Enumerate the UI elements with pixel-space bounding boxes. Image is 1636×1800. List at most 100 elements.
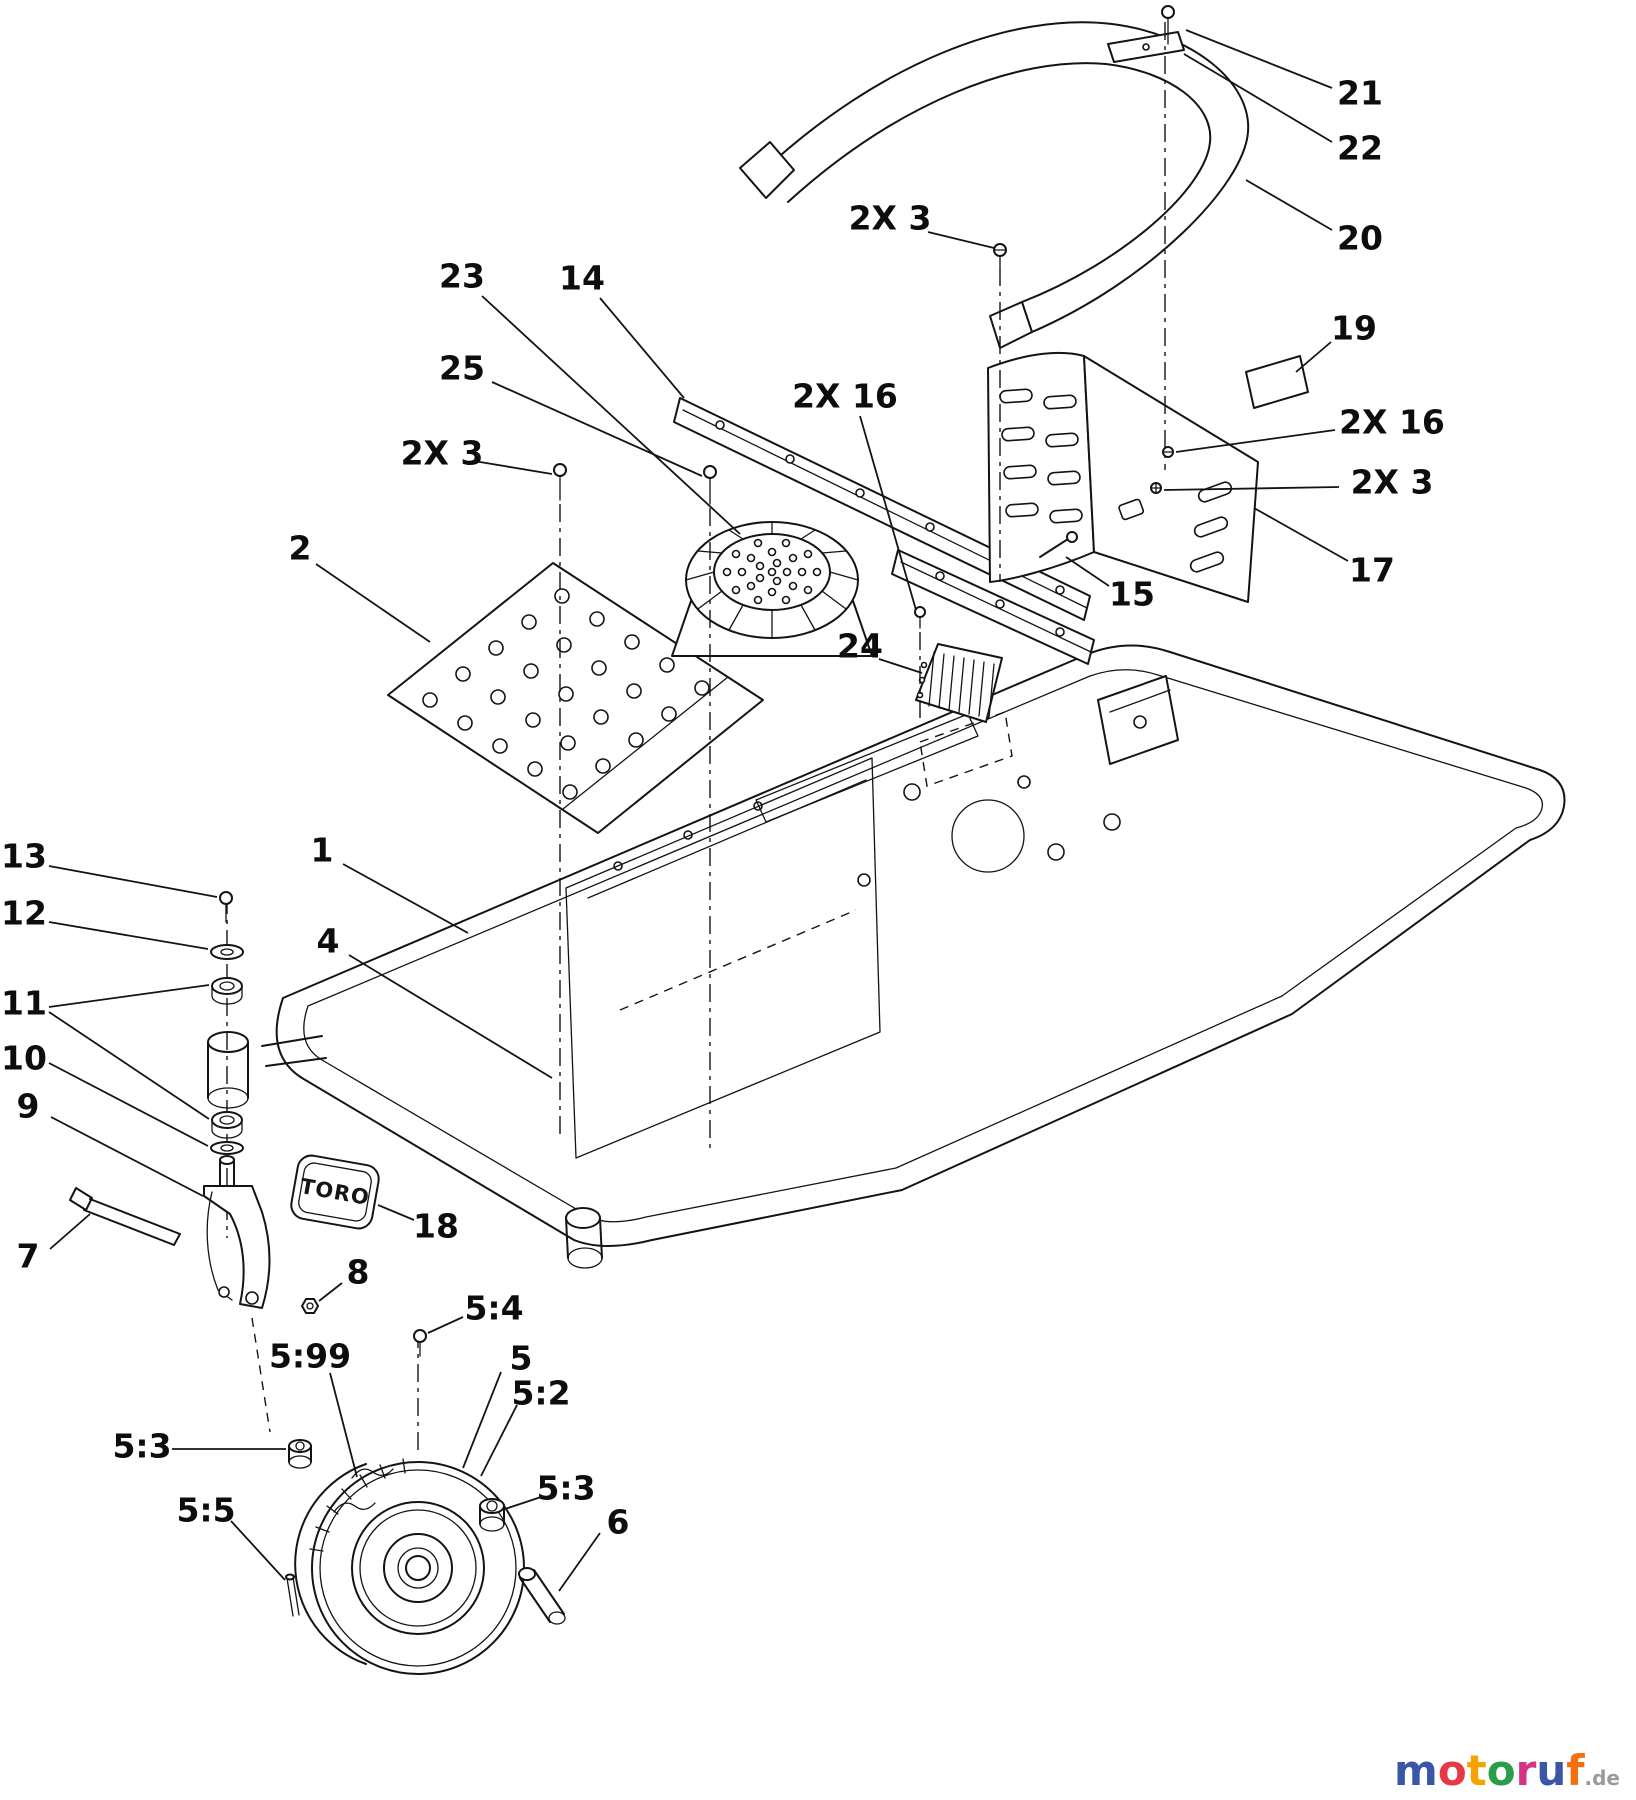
bearing-11a — [211, 977, 243, 1005]
vent-bracket — [915, 643, 1003, 723]
screw-2x16-panel — [1162, 446, 1174, 458]
callout-label: 20 — [1337, 219, 1383, 258]
vent-cover — [671, 521, 873, 657]
callout-label: 2X 3 — [1351, 463, 1434, 502]
rear-panel — [987, 351, 1259, 603]
callout-label: 4 — [317, 922, 340, 961]
leader-line — [342, 863, 469, 934]
callout-label: 11 — [1, 984, 47, 1023]
watermark-letter: t — [1466, 1746, 1487, 1795]
watermark-letter: m — [1394, 1746, 1438, 1795]
leader-line — [878, 658, 923, 674]
leader-line — [480, 1404, 518, 1477]
rear-deck-details — [755, 675, 1179, 887]
callout-label: 1 — [311, 831, 334, 870]
leader-line — [1175, 429, 1336, 453]
watermark-suffix: .de — [1584, 1766, 1620, 1790]
watermark-letter: o — [1486, 1746, 1516, 1795]
vent-holes — [722, 538, 822, 605]
leader-line — [481, 295, 741, 535]
bearing-11b — [211, 1111, 243, 1139]
watermark-letter: o — [1437, 1746, 1467, 1795]
bolt-21 — [1161, 5, 1175, 45]
watermark-letter: u — [1536, 1746, 1567, 1795]
bolt-5-4 — [413, 1329, 427, 1357]
callout-label: 23 — [439, 257, 485, 296]
bushing-5-3-left — [288, 1439, 312, 1469]
callout-label: 2X 16 — [792, 377, 898, 416]
callout-label: 8 — [347, 1253, 370, 1292]
mount-bracket — [1107, 31, 1185, 63]
front-caster-tube — [565, 1207, 603, 1269]
callout-label: 24 — [837, 627, 883, 666]
screw-2x16-mid — [914, 606, 926, 629]
callout-label: 25 — [439, 349, 485, 388]
callout-label: 2X 3 — [401, 434, 484, 473]
washer-12 — [210, 944, 244, 960]
callout-label: 10 — [1, 1039, 47, 1078]
leader-line — [558, 1532, 601, 1592]
seat-rail-lower — [891, 549, 1095, 665]
watermark: motoruf.de — [1394, 1750, 1620, 1792]
cotter-pin-5-5 — [285, 1573, 300, 1617]
callout-label: 5:4 — [464, 1289, 523, 1328]
callout-label: 14 — [559, 259, 605, 298]
main-frame — [207, 644, 1566, 1269]
alignment-axes — [226, 22, 1166, 1450]
callout-label: 2X 16 — [1339, 403, 1445, 442]
floor-plate — [387, 562, 764, 834]
front-wheel — [294, 1458, 525, 1675]
leader-line — [599, 297, 685, 399]
watermark-letter: f — [1566, 1746, 1585, 1795]
leader-line — [315, 563, 431, 643]
bolt-15 — [1039, 531, 1078, 558]
callout-label: 2X 3 — [849, 199, 932, 238]
leader-line — [1065, 556, 1110, 587]
axle-6 — [518, 1567, 566, 1625]
callout-label: 5:3 — [112, 1427, 171, 1466]
callout-label: 5 — [510, 1339, 533, 1378]
leader-line — [927, 231, 995, 249]
leader-lines — [48, 29, 1349, 1592]
callout-label: 17 — [1349, 551, 1395, 590]
leader-line — [48, 865, 218, 898]
watermark-letter: r — [1515, 1746, 1537, 1795]
bushing-5-3-right — [479, 1498, 505, 1532]
left-caster-arm — [207, 1031, 327, 1109]
leader-line — [48, 921, 209, 950]
callout-label: 18 — [413, 1207, 459, 1246]
callout-label: 5:5 — [176, 1491, 235, 1530]
leader-line — [1245, 179, 1333, 231]
nut-8 — [301, 1298, 319, 1314]
caster-fork — [203, 1155, 271, 1309]
roll-bar — [739, 21, 1250, 349]
callout-label: 22 — [1337, 129, 1383, 168]
callout-label: 19 — [1331, 309, 1377, 348]
callout-label: 15 — [1109, 575, 1155, 614]
leader-line — [329, 1372, 358, 1478]
callout-label: 9 — [17, 1087, 40, 1126]
callout-label: 5:3 — [536, 1469, 595, 1508]
leader-line — [348, 954, 553, 1079]
screw-2x3-left — [553, 463, 567, 501]
watermark-brand: motoruf — [1394, 1750, 1584, 1792]
leader-line — [1253, 507, 1349, 562]
leader-line — [1163, 486, 1340, 491]
leader-line — [50, 1116, 204, 1197]
callout-label: 6 — [607, 1503, 630, 1542]
leader-line — [230, 1520, 286, 1581]
washer-10 — [210, 1141, 244, 1155]
screw-2x3-panel — [1150, 482, 1162, 494]
leader-line — [462, 1371, 502, 1469]
leader-line — [473, 460, 553, 475]
callout-label: 5:99 — [269, 1337, 351, 1376]
callout-label: 13 — [1, 837, 47, 876]
leader-line — [48, 1011, 210, 1120]
callout-label: 7 — [17, 1237, 40, 1276]
leader-line — [48, 984, 210, 1008]
leader-line — [491, 381, 703, 477]
leader-line — [1295, 341, 1332, 373]
screw-25 — [703, 465, 717, 505]
